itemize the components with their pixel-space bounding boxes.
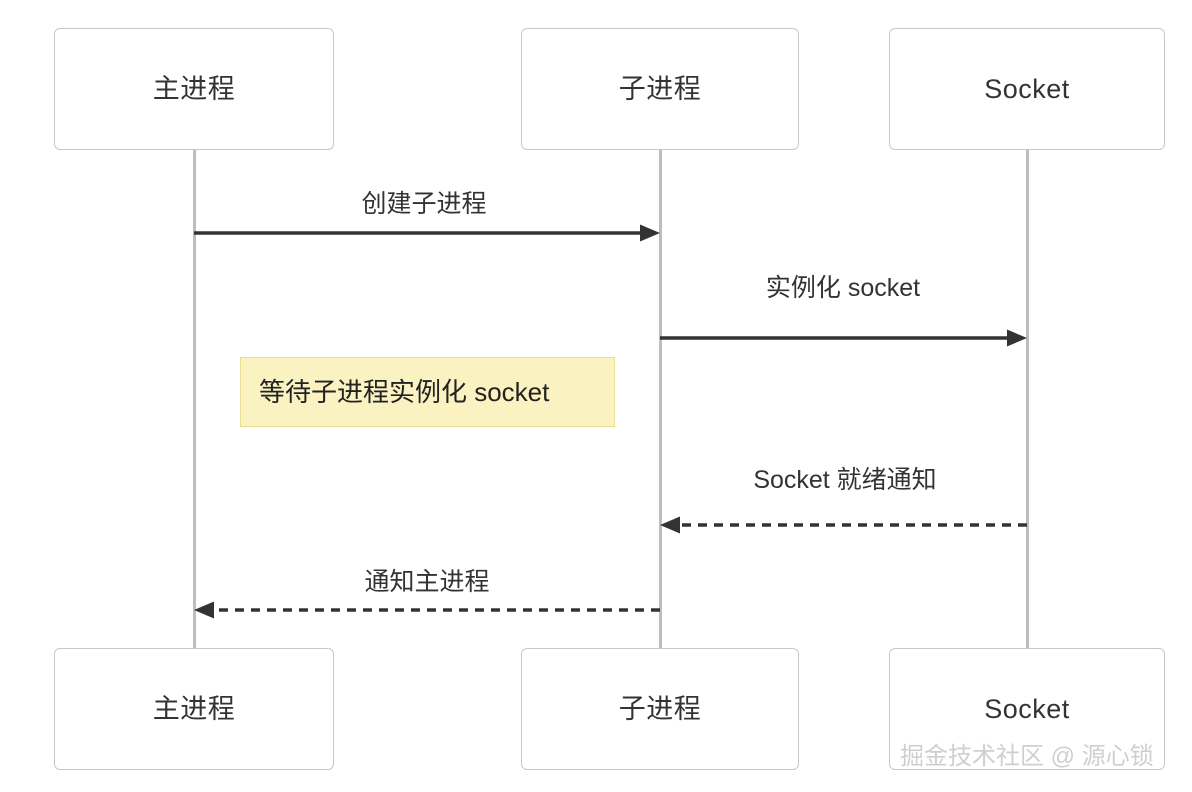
message-label-create-child-process: 创建子进程: [361, 190, 487, 218]
participant-box-socket-bottom[interactable]: Socket: [889, 648, 1165, 770]
participant-label: Socket: [984, 73, 1070, 104]
message-label-socket-ready-notify: Socket 就绪通知: [753, 466, 937, 494]
participant-box-child-process-bottom[interactable]: 子进程: [521, 648, 799, 770]
lifeline-main-process: [192, 150, 196, 648]
note-wait-for-socket: 等待子进程实例化 socket: [240, 357, 615, 427]
message-label-instantiate-socket: 实例化 socket: [765, 274, 921, 302]
participant-label: 子进程: [618, 73, 702, 104]
participant-box-child-process-top[interactable]: 子进程: [521, 28, 799, 150]
participant-box-socket-top[interactable]: Socket: [889, 28, 1165, 150]
watermark-text: 掘金技术社区 @ 源心锁: [900, 743, 1154, 770]
participant-label: 子进程: [618, 693, 702, 724]
arrowhead-icon-socket-ready-notify: [660, 516, 680, 534]
participant-box-main-process-bottom[interactable]: 主进程: [54, 648, 334, 770]
participant-label: Socket: [984, 693, 1070, 724]
arrowhead-icon-notify-main-process: [194, 601, 214, 619]
participant-label: 主进程: [152, 73, 236, 104]
lifeline-child-process: [658, 150, 662, 648]
arrowhead-icon-instantiate-socket: [1007, 329, 1027, 347]
note-label: 等待子进程实例化 socket: [259, 377, 550, 407]
lifeline-socket: [1025, 150, 1029, 648]
arrowhead-icon-create-child-process: [640, 224, 660, 242]
participant-box-main-process-top[interactable]: 主进程: [54, 28, 334, 150]
participant-label: 主进程: [152, 693, 236, 724]
message-label-notify-main-process: 通知主进程: [364, 568, 490, 596]
